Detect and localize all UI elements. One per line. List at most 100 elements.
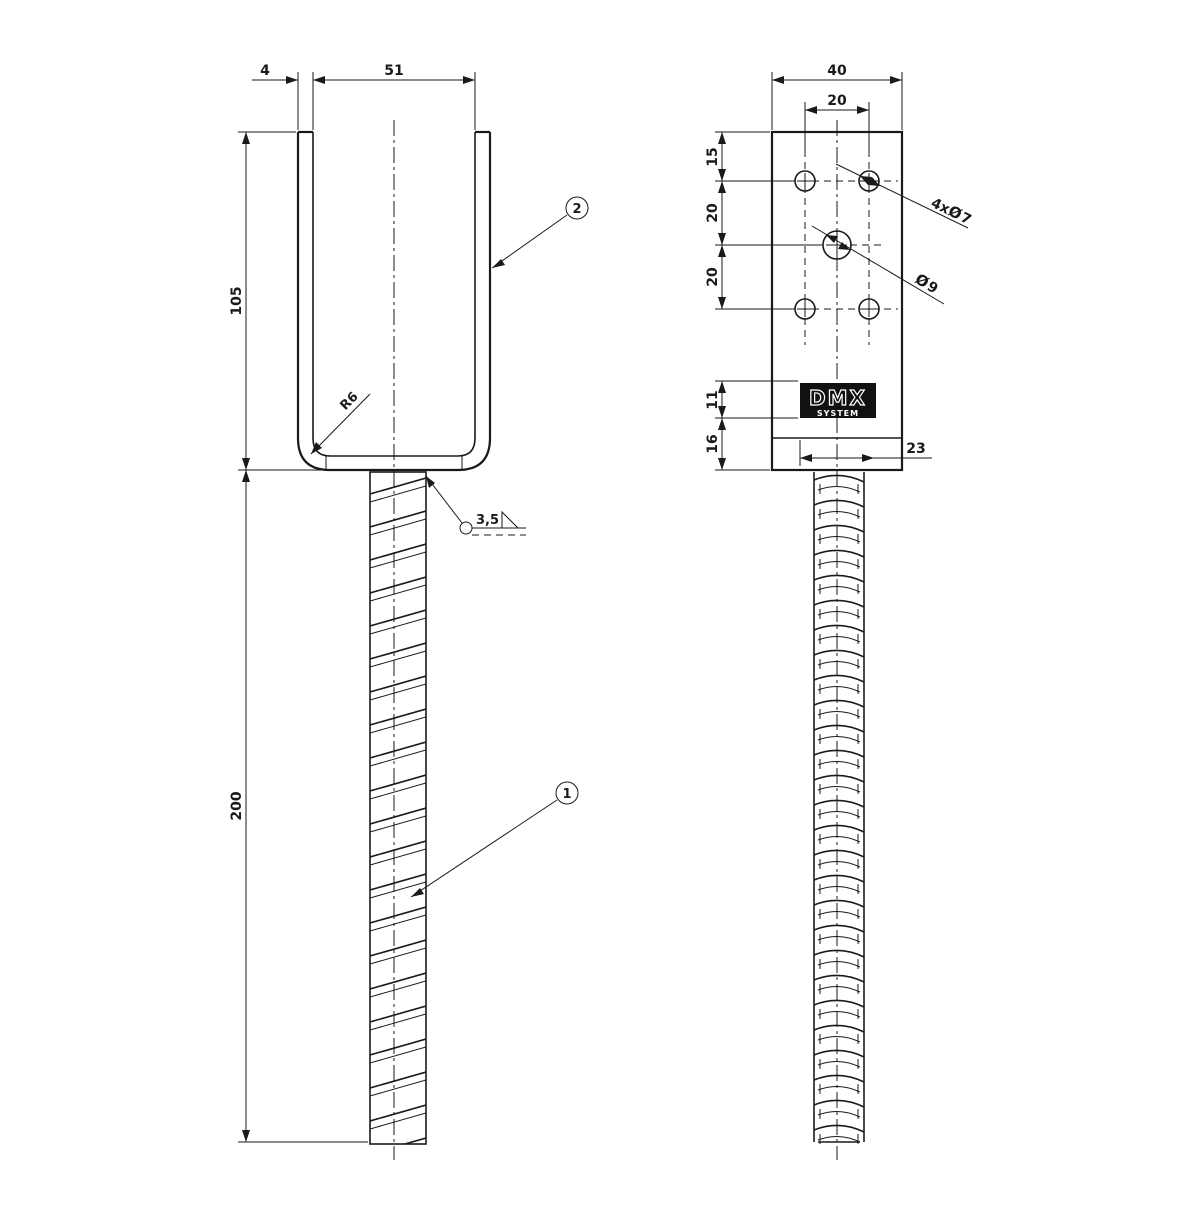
rebar-rib — [813, 749, 865, 758]
dim-spacing-1: 20 — [705, 203, 721, 223]
dim-bottom-width: 23 — [906, 441, 925, 457]
rebar-rib — [813, 649, 865, 658]
rebar-rib — [370, 972, 426, 990]
rebar-rib — [370, 840, 426, 858]
rebar-rib — [813, 899, 865, 908]
rebar-rib — [370, 518, 426, 536]
rebar-rib — [813, 1024, 865, 1033]
rebar-rib — [813, 1099, 865, 1108]
rebar-rib — [370, 576, 426, 594]
rebar-rod-front — [369, 471, 427, 1162]
rebar-rib — [370, 1104, 426, 1122]
callout-2-label: 2 — [572, 202, 581, 217]
rebar-rib — [817, 511, 861, 518]
dim-wall-thickness: 4 — [260, 63, 270, 79]
rebar-rib — [817, 586, 861, 593]
callout-2: 2 — [491, 196, 589, 269]
rebar-rib — [813, 849, 865, 858]
rebar-rib — [370, 980, 426, 998]
dim-bracket-height: 105 — [229, 286, 245, 315]
rebar-rib — [813, 549, 865, 558]
rebar-rib — [370, 642, 426, 660]
dim-plate-width: 40 — [827, 63, 847, 79]
rebar-rib — [817, 736, 861, 743]
callout-1: 1 — [410, 781, 579, 898]
rebar-rib — [370, 683, 426, 701]
rebar-rib — [370, 939, 426, 957]
rebar-rib — [817, 1086, 861, 1093]
rebar-rib — [370, 1071, 426, 1089]
rebar-rib — [813, 999, 865, 1008]
rebar-rib — [370, 848, 426, 866]
dim-top-offset: 15 — [705, 147, 721, 166]
rebar-rib — [813, 1124, 865, 1133]
side-dimensions: 40 20 15 20 20 11 16 — [705, 63, 974, 471]
rebar-rib — [370, 617, 426, 635]
rebar-rib — [817, 936, 861, 943]
rebar-rib — [813, 699, 865, 708]
rebar-rib — [370, 477, 426, 495]
rebar-rib — [817, 836, 861, 843]
rebar-rib — [817, 686, 861, 693]
rebar-rib — [817, 636, 861, 643]
rebar-rib — [813, 924, 865, 933]
rebar-rib — [813, 524, 865, 533]
rebar-rib — [817, 711, 861, 718]
logo-subtext: SYSTEM — [817, 409, 859, 418]
rebar-rib — [813, 949, 865, 958]
rebar-rib — [813, 724, 865, 733]
rebar-rib — [817, 886, 861, 893]
rebar-rib — [370, 1046, 426, 1064]
rebar-rib — [817, 661, 861, 668]
rebar-rib — [370, 782, 426, 800]
dim-bend-radius: R6 — [337, 389, 361, 413]
bolt-hole-top-left — [794, 170, 816, 192]
rebar-rib — [813, 1049, 865, 1058]
rebar-rib — [813, 774, 865, 783]
rebar-rib — [817, 961, 861, 968]
rebar-rib — [370, 749, 426, 767]
rebar-rib — [813, 499, 865, 508]
rebar-rib — [813, 874, 865, 883]
rebar-rib — [370, 1013, 426, 1031]
rebar-rib — [370, 807, 426, 825]
rebar-rib — [402, 1137, 426, 1144]
weld-symbol: 3,5 — [425, 475, 526, 536]
rebar-rib — [370, 947, 426, 965]
rebar-rib — [813, 799, 865, 808]
rebar-rib — [817, 986, 861, 993]
rebar-rib — [817, 611, 861, 618]
rebar-rib — [813, 574, 865, 583]
holes-small-count: 4x — [928, 195, 952, 218]
rebar-rib — [370, 741, 426, 759]
rebar-rib — [370, 716, 426, 734]
rebar-rib — [817, 811, 861, 818]
dim-inner-width: 51 — [384, 63, 403, 79]
logo-text: DMX — [809, 386, 867, 410]
rebar-rib — [817, 861, 861, 868]
rebar-rib — [370, 873, 426, 891]
rebar-rib — [370, 1079, 426, 1097]
rebar-rib — [370, 584, 426, 602]
rebar-rib — [817, 1011, 861, 1018]
rebar-rib — [817, 561, 861, 568]
dim-logo-height: 11 — [705, 390, 721, 409]
rebar-rib — [370, 1005, 426, 1023]
rebar-rib — [813, 624, 865, 633]
rebar-rib — [370, 510, 426, 528]
weld-size-label: 3,5 — [476, 513, 499, 528]
rebar-rib — [370, 543, 426, 561]
rebar-rib — [813, 824, 865, 833]
rebar-rib — [370, 1146, 426, 1162]
rebar-rib — [813, 674, 865, 683]
rebar-rib — [370, 1112, 426, 1130]
rebar-rib — [817, 911, 861, 918]
rebar-rib — [370, 881, 426, 899]
rebar-rib — [817, 1036, 861, 1043]
callout-1-label: 1 — [562, 787, 571, 802]
rebar-rib — [813, 599, 865, 608]
rebar-rod-side — [813, 472, 865, 1144]
rebar-rib — [370, 914, 426, 932]
rebar-rib — [370, 551, 426, 569]
